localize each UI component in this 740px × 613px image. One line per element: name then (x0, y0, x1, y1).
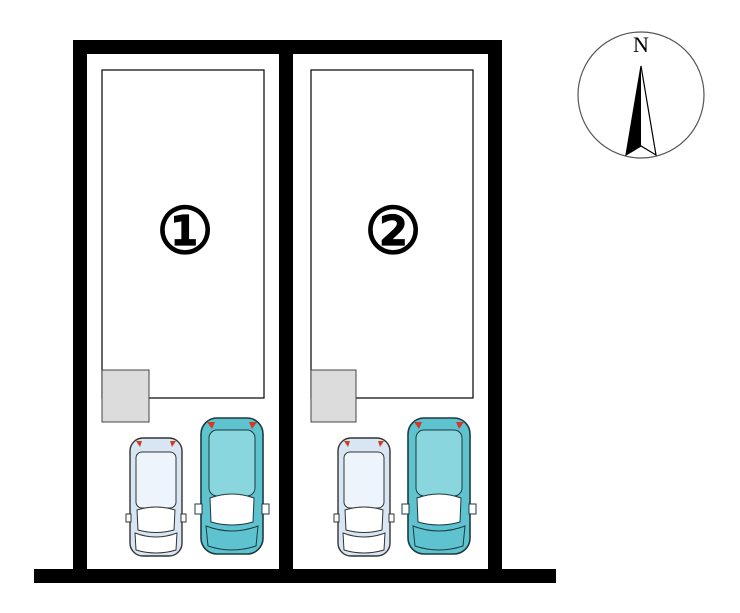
right-wall (488, 40, 502, 570)
lot-2: ② (310, 69, 477, 557)
lot-number-2: ② (364, 195, 421, 267)
lot-1: ① (101, 69, 270, 557)
utility-box-2 (310, 369, 357, 423)
lot-number-1: ① (156, 195, 213, 267)
car-large-1 (194, 417, 270, 555)
north-compass: N (577, 31, 705, 159)
road-edge-line (34, 569, 556, 583)
left-wall (73, 40, 87, 570)
car-small-1 (125, 437, 187, 557)
car-small-2 (333, 437, 395, 557)
car-large-2 (401, 417, 477, 555)
utility-box-1 (101, 369, 150, 423)
compass-north-label: N (633, 32, 649, 57)
house-footprint-2 (310, 69, 474, 399)
house-footprint-1 (101, 69, 265, 399)
middle-wall (279, 40, 293, 570)
